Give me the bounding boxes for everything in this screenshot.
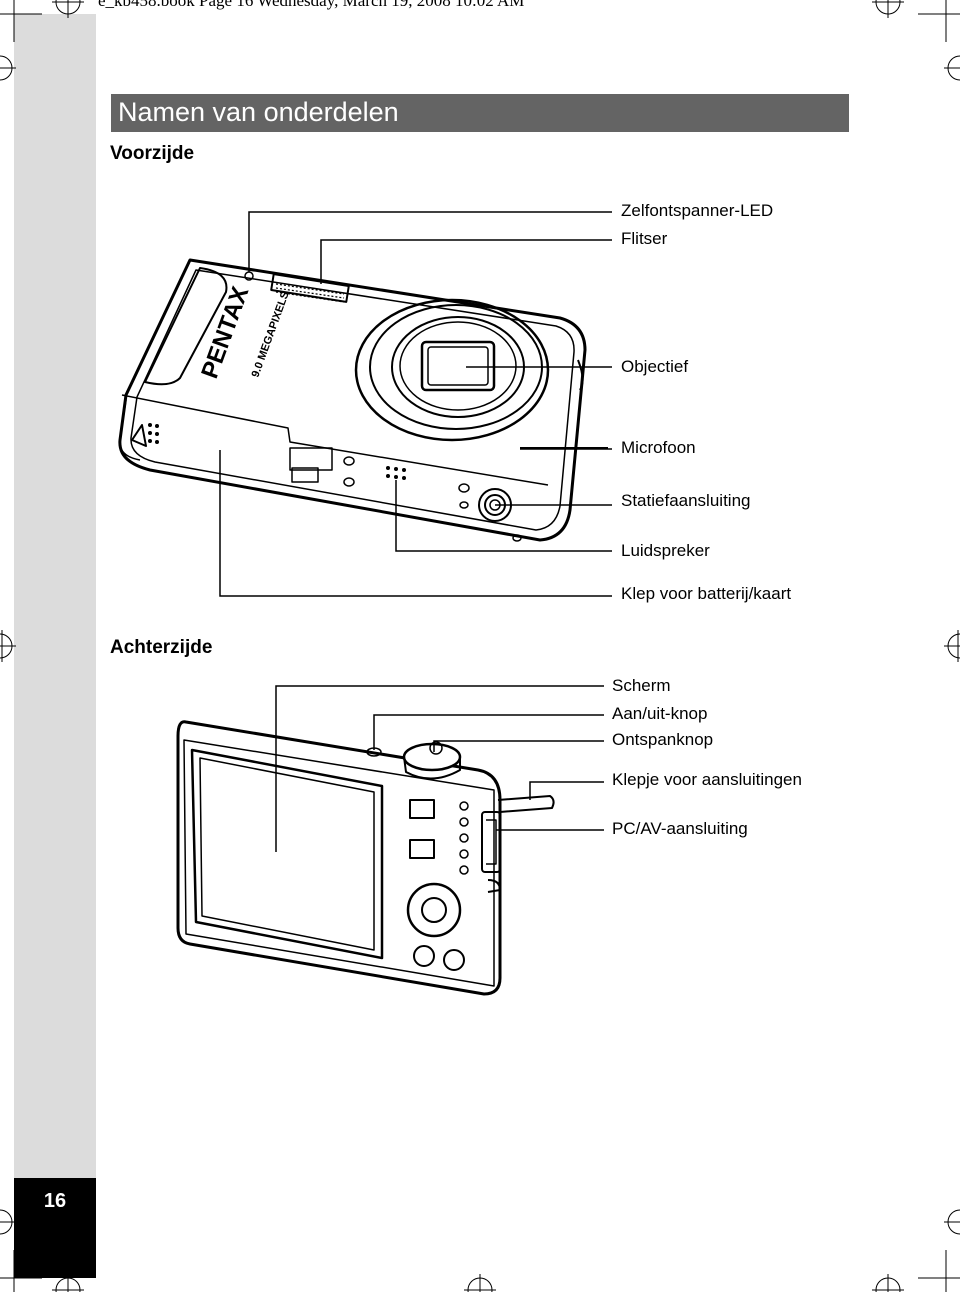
back-camera-drawing bbox=[176, 720, 555, 996]
label-lens: Objectief bbox=[621, 357, 689, 376]
label-speaker: Luidspreker bbox=[621, 541, 710, 560]
back-heading: Achterzijde bbox=[110, 637, 213, 658]
label-battery-card-cover: Klep voor batterij/kaart bbox=[621, 584, 792, 603]
label-self-timer-led: Zelfontspanner-LED bbox=[621, 201, 774, 220]
page-tab bbox=[14, 1178, 96, 1278]
front-heading: Voorzijde bbox=[110, 143, 195, 164]
page-number: 16 bbox=[43, 1190, 67, 1212]
running-header: e_kb458.book Page 16 Wednesday, March 19… bbox=[98, 0, 525, 10]
label-shutter-release: Ontspanknop bbox=[612, 730, 714, 749]
label-power-switch: Aan/uit-knop bbox=[612, 704, 708, 723]
page-title: Namen van onderdelen bbox=[118, 97, 399, 127]
label-monitor: Scherm bbox=[612, 676, 671, 695]
front-leader-lines bbox=[219, 211, 612, 597]
label-microphone: Microfoon bbox=[621, 438, 696, 457]
back-leader-lines bbox=[275, 685, 604, 852]
label-flash: Flitser bbox=[621, 229, 668, 248]
label-pc-av-terminal: PC/AV-aansluiting bbox=[612, 819, 748, 838]
label-tripod-socket: Statiefaansluiting bbox=[621, 491, 751, 510]
title-bar bbox=[111, 94, 849, 132]
label-terminal-cover: Klepje voor aansluitingen bbox=[612, 770, 802, 789]
front-camera-drawing: PENTAX 9.0 MEGAPIXELS bbox=[118, 258, 608, 542]
side-bar bbox=[14, 14, 96, 1278]
